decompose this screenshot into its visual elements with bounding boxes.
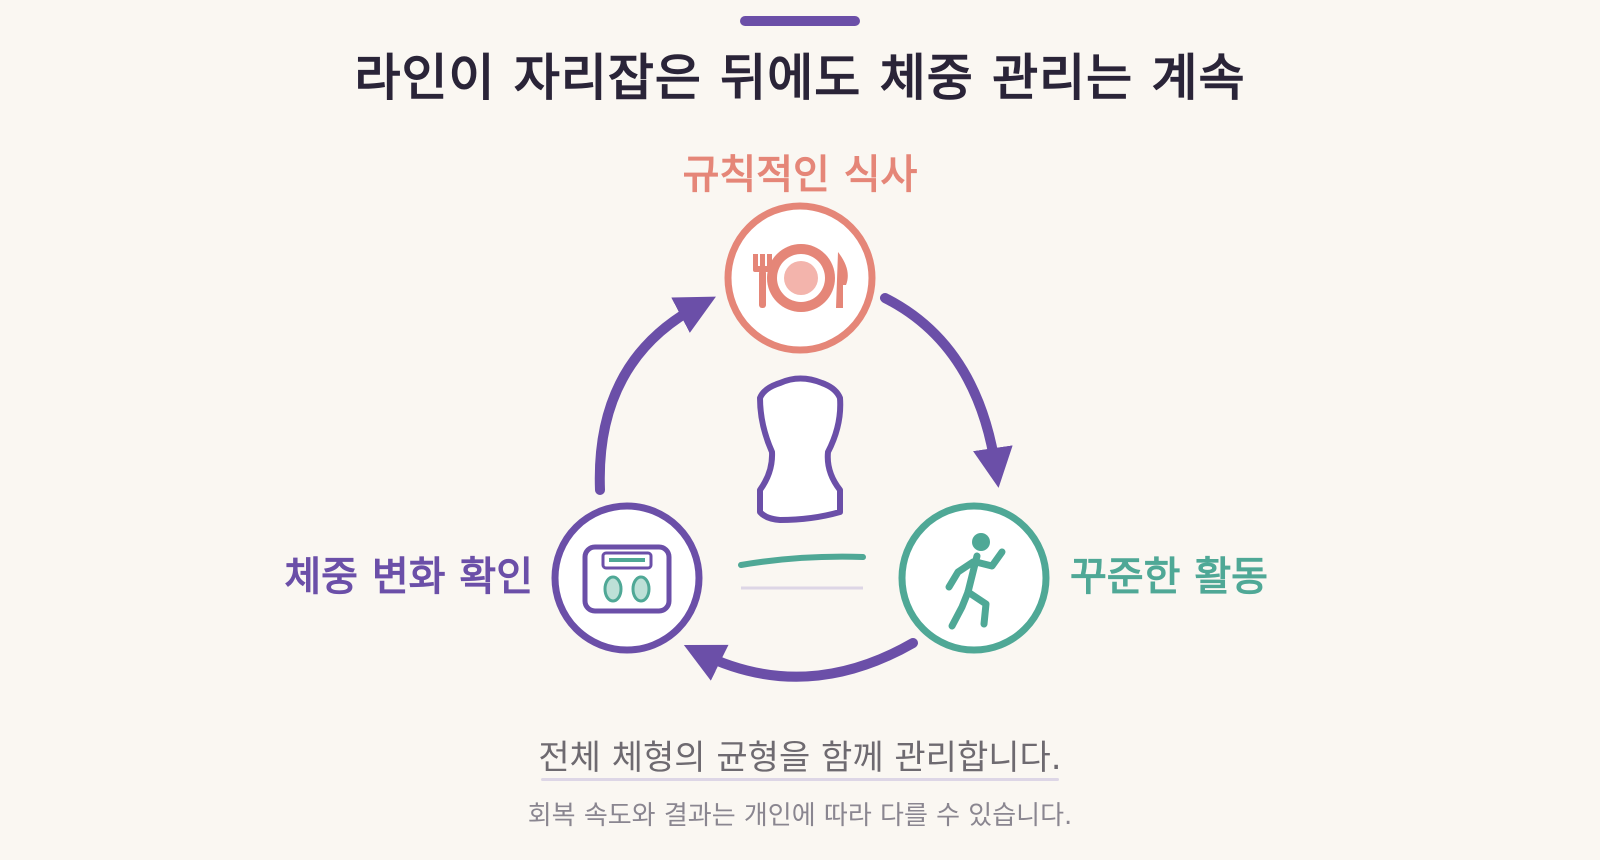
page-title: 라인이 자리잡은 뒤에도 체중 관리는 계속 xyxy=(354,49,1246,107)
arrow-meal-to-activity xyxy=(880,293,1013,488)
body-silhouette-icon xyxy=(757,375,844,523)
meal-node xyxy=(724,202,876,354)
disclaimer-note: 회복 속도와 결과는 개인에 따라 다를 수 있습니다. xyxy=(527,801,1073,831)
summary-underline xyxy=(541,778,1059,781)
meal-label: 규칙적인 식사 xyxy=(682,152,918,198)
weight-node xyxy=(551,502,703,654)
running-person-icon xyxy=(945,533,1006,630)
summary-text: 전체 체형의 균형을 함께 관리합니다. xyxy=(538,738,1062,778)
arrow-weight-to-meal xyxy=(594,296,716,495)
activity-label: 꾸준한 활동 xyxy=(1070,554,1268,600)
plate-utensils-icon xyxy=(753,244,848,312)
arrow-activity-to-weight xyxy=(683,638,918,682)
bathroom-scale-icon xyxy=(582,544,672,614)
balance-wave xyxy=(738,553,866,568)
accent-bar xyxy=(740,16,860,26)
activity-node xyxy=(898,502,1050,654)
weight-label: 체중 변화 확인 xyxy=(284,554,533,600)
